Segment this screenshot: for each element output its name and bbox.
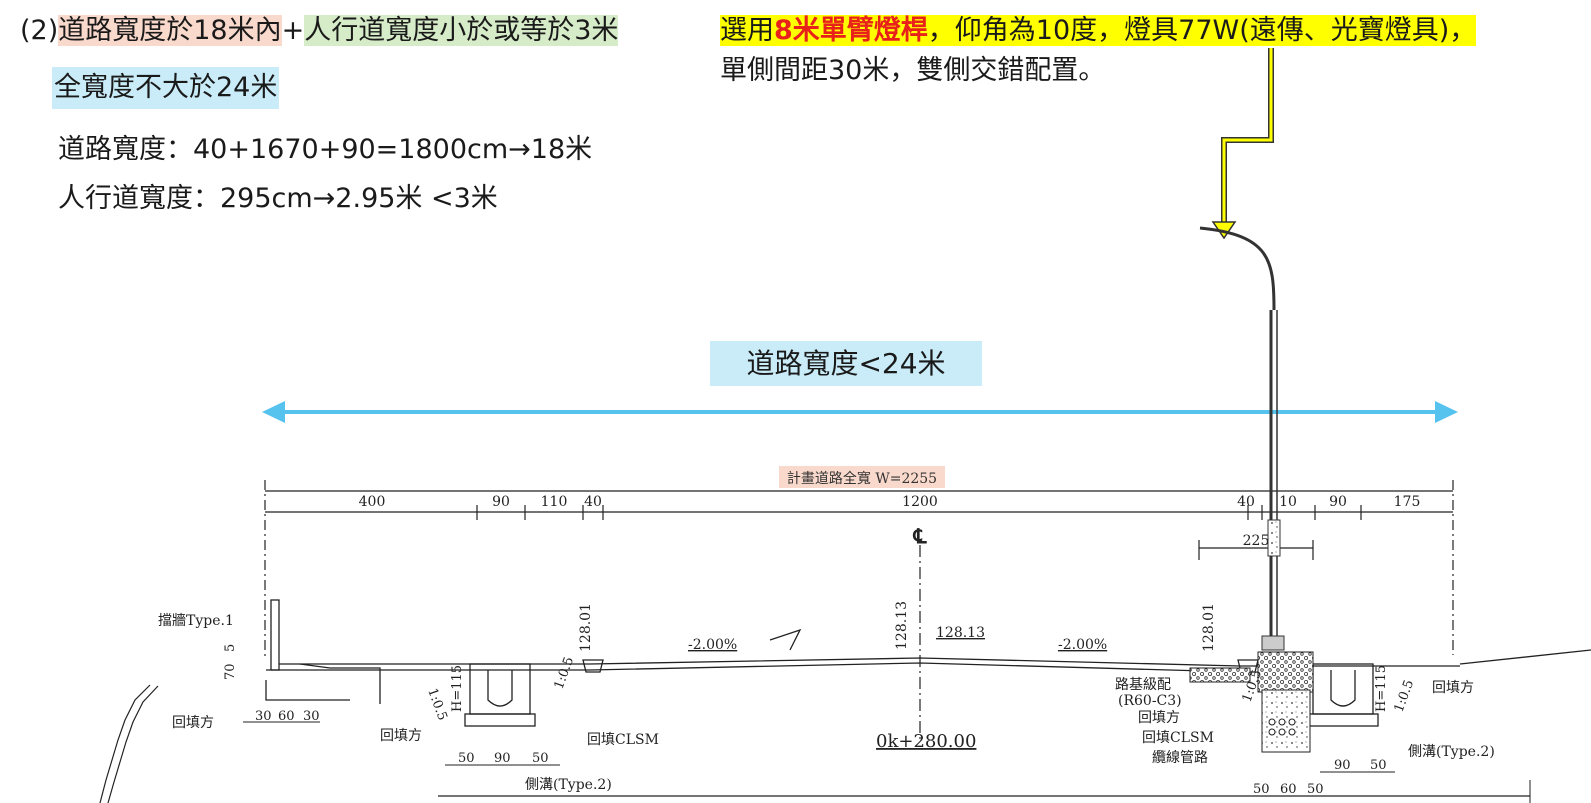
dim-slope-4: 1:0.5 [1392,678,1417,714]
road-width-criterion: 道路寬度於18米內 [58,15,282,46]
label-cable: 纜線管路 [1152,749,1208,766]
dim-w30b: 30 [303,709,320,724]
elev-left: 128.01 [578,603,594,652]
selection-post: ，仰角為10度，燈具77W(遠傳、光寶燈具)， [927,15,1477,46]
dim-h115-left: H=115 [450,665,465,712]
centerline-symbol: ℄ [913,524,928,548]
dim-400: 400 [359,494,386,510]
road-width-label: 道路寬度<24米 [710,341,982,386]
label-base-spec: (R60-C3) [1118,693,1182,709]
sidewalk-width-calc: 人行道寬度：295cm→2.95米 <3米 [58,183,498,214]
label-backfill-clsm-right: 回填CLSM [1142,730,1214,746]
pointer-arrow [1211,48,1274,240]
dim-1200: 1200 [902,494,938,510]
slope-right: -2.00% [1058,637,1107,653]
criteria-line-1: (2)道路寬度於18米內+人行道寬度小於或等於3米 [20,12,619,50]
elev-right: 128.01 [1201,603,1217,652]
plus-sign: + [281,15,305,46]
elev-center: 128.13 [936,625,985,641]
dim-90-right: 90 [1329,494,1347,510]
elev-center-vertical: 128.13 [894,601,910,650]
dim-r50: 50 [1370,758,1387,773]
dim-175: 175 [1394,494,1421,510]
dim-s90: 90 [494,751,511,766]
criteria-prefix: (2) [20,15,59,46]
label-backfill-right: 回填方 [1138,710,1180,726]
dim-s50b: 50 [532,751,549,766]
pole-type: 8米單臂燈桿 [774,15,928,46]
dim-slope-1: 1:0.5 [424,686,449,722]
dim-110: 110 [541,494,568,510]
dim-w30a: 30 [255,709,272,724]
label-backfill-far-right: 回填方 [1432,680,1474,696]
sidewalk-criterion: 人行道寬度小於或等於3米 [304,15,619,46]
label-base: 路基級配 [1115,676,1171,693]
dim-40-left: 40 [584,494,602,510]
road-width-arrow [262,401,1458,423]
cable-conduits [1268,718,1296,736]
label-wall: 擋牆Type.1 [158,613,234,629]
selection-line-2: 單側間距30米，雙側交錯配置。 [720,55,1106,86]
label-backfill-left: 回填方 [172,715,214,731]
dim-h115-right: H=115 [1374,665,1389,712]
label-backfill-clsm-left: 回填CLSM [587,732,659,748]
dim-slope-2: 1:0.5 [552,655,577,691]
selection-pre: 選用 [720,15,774,46]
total-width-label: 計畫道路全寬 W=2255 [787,470,937,487]
dim-40-right: 40 [1237,494,1255,510]
dim-b60: 60 [1280,782,1297,797]
label-ditch-right: 側溝(Type.2) [1408,744,1495,760]
station-label: 0k+280.00 [876,731,976,752]
full-width-criterion: 全寬度不大於24米 [52,67,280,109]
dim-r90: 90 [1334,758,1351,773]
dim-90: 90 [492,494,510,510]
label-ditch-left: 側溝(Type.2) [525,777,612,793]
dim-s50a: 50 [458,751,475,766]
slope-left: -2.00% [688,637,737,653]
label-backfill-mid: 回填方 [380,728,422,744]
dim-w60: 60 [278,709,295,724]
road-width-calc: 道路寬度：40+1670+90=1800cm→18米 [58,134,593,165]
dim-b50a: 50 [1253,782,1270,797]
dim-h5: 5 [223,644,238,652]
dim-h70: 70 [223,663,238,680]
retaining-spring [99,684,159,803]
dim-10: 10 [1279,494,1297,510]
light-pole [1199,226,1285,651]
selection-line-1: 選用8米單臂燈桿，仰角為10度，燈具77W(遠傳、光寶燈具)， [720,12,1477,50]
dim-225: 225 [1243,533,1270,549]
dim-b50b: 50 [1307,782,1324,797]
